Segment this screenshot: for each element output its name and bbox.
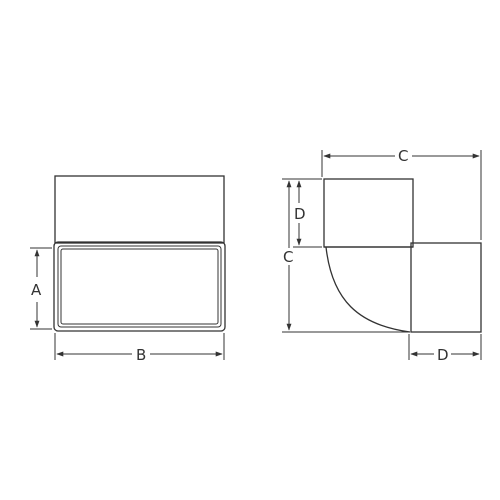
dimension-c-horizontal [321, 150, 482, 240]
dimension-d-horizontal-label: D [437, 346, 449, 364]
dimension-c-vertical-label: C [283, 248, 293, 266]
side-view-top-socket [323, 178, 414, 248]
side-view [323, 178, 482, 333]
dimension-b-label: B [136, 346, 146, 364]
front-view-socket-outer [53, 241, 226, 332]
dimension-c-vertical [282, 178, 409, 333]
side-view-elbow-arc [325, 246, 411, 333]
front-view-socket-inner [60, 248, 219, 325]
side-view-right-socket [410, 242, 482, 333]
dimension-a-label: A [31, 281, 42, 299]
dimension-c-horizontal-label: C [398, 147, 408, 165]
front-view-body [54, 175, 225, 244]
dimension-a [30, 247, 52, 330]
dimension-d-vertical [293, 180, 322, 248]
dimension-d-horizontal [408, 334, 482, 360]
front-view-socket-middle [57, 245, 222, 328]
dimension-d-vertical-label: D [294, 205, 306, 223]
dimension-b [54, 333, 225, 360]
front-view [53, 175, 226, 332]
